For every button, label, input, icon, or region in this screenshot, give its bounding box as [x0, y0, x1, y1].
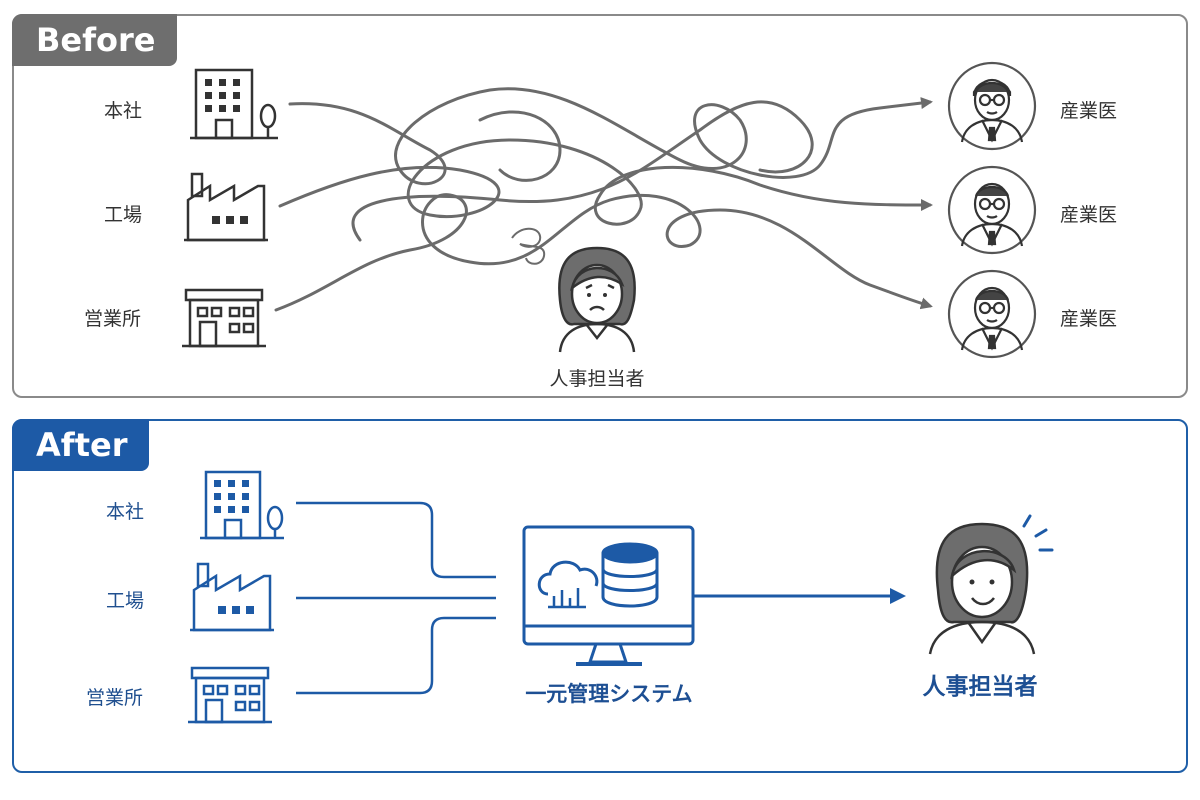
before-badge: Before [12, 14, 178, 66]
before-doctor-label-1: 産業医 [1060, 100, 1118, 122]
after-hr-label: 人事担当者 [922, 674, 1038, 700]
monitor-database-icon [522, 525, 695, 666]
sparkle-icon [1022, 514, 1054, 552]
after-connection-lines [296, 501, 906, 695]
factory-icon-after [190, 562, 274, 632]
worry-swirl-icon [511, 227, 546, 265]
before-site-label-headquarters: 本社 [104, 100, 143, 122]
doctor-avatar-icon-1 [947, 61, 1037, 151]
office-building-icon-after [200, 470, 284, 540]
shop-building-icon [182, 288, 266, 348]
before-doctor-label-2: 産業医 [1060, 204, 1118, 226]
tangled-lines [274, 87, 933, 312]
before-doctor-label-3: 産業医 [1060, 308, 1118, 330]
factory-icon [184, 172, 268, 242]
before-site-label-sales-office: 営業所 [84, 308, 142, 330]
before-hr-label: 人事担当者 [549, 368, 645, 390]
after-badge: After [12, 419, 150, 471]
office-building-icon [190, 68, 278, 140]
worried-woman-icon [558, 246, 636, 353]
after-site-label-headquarters: 本社 [106, 501, 145, 523]
doctor-avatar-icon-2 [947, 165, 1037, 255]
shop-building-icon-after [188, 666, 272, 724]
system-label: 一元管理システム [525, 682, 693, 706]
after-site-label-sales-office: 営業所 [86, 687, 144, 709]
doctor-avatar-icon-3 [947, 269, 1037, 359]
happy-woman-icon [928, 522, 1036, 655]
before-site-label-factory: 工場 [104, 204, 143, 226]
after-site-label-factory: 工場 [106, 590, 145, 612]
